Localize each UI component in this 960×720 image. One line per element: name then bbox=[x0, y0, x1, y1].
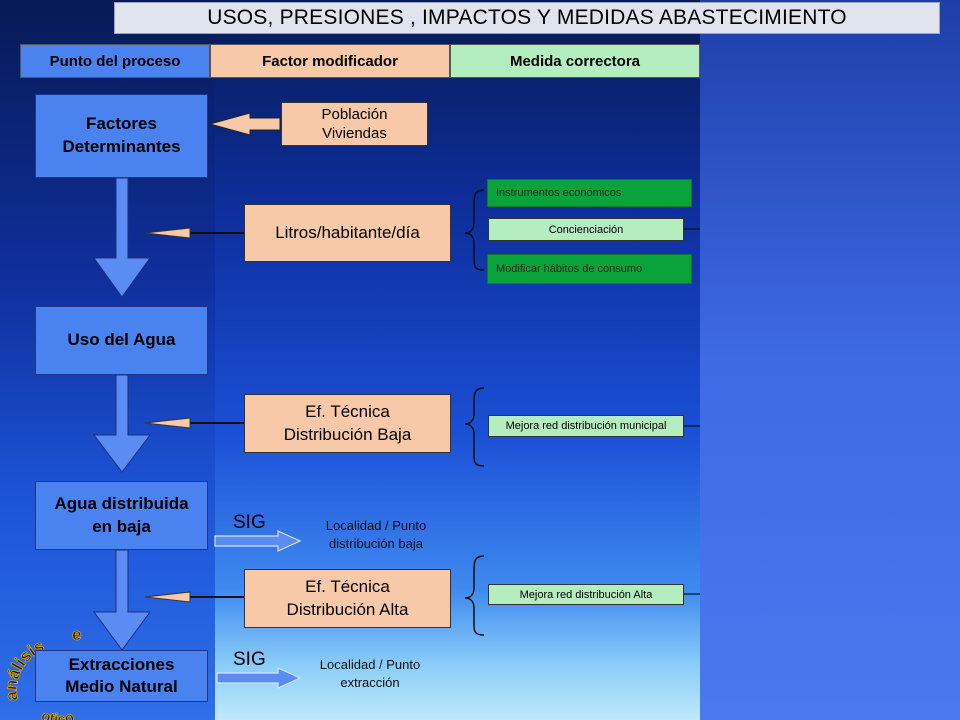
sig-label-1: SIG bbox=[233, 512, 266, 533]
sig-location-1: Localidad / Punto distribución baja bbox=[306, 517, 446, 552]
right-panel bbox=[700, 0, 960, 720]
stamp-word-e: e bbox=[72, 625, 81, 644]
process-label-line: en baja bbox=[92, 516, 151, 536]
factor-label-line: Distribución Alta bbox=[286, 599, 409, 619]
sig-location-line: Localidad / Punto bbox=[319, 657, 421, 672]
down-arrow-1 bbox=[93, 177, 151, 298]
factor-distribucion-baja: Ef. Técnica Distribución Baja bbox=[244, 394, 451, 453]
factor-label-line: Distribución Baja bbox=[283, 424, 412, 444]
measure-mejora-red-municipal: Mejora red distribución municipal bbox=[488, 415, 684, 437]
process-label-line: Extracciones bbox=[68, 654, 175, 674]
header-process: Punto del proceso bbox=[20, 44, 210, 78]
process-label-line: Factores bbox=[86, 114, 157, 134]
factor-litros-habitante: Litros/habitante/día bbox=[244, 204, 451, 262]
factor-label-line: Población bbox=[321, 105, 388, 123]
sig-location-line: Localidad / Punto bbox=[325, 518, 427, 533]
stamp-word-otico: otico bbox=[38, 707, 76, 720]
measure-modificar-habitos: Modificar hábitos de consumo bbox=[487, 254, 692, 284]
process-label-line: Agua distribuida bbox=[54, 493, 189, 513]
factor-label: Litros/habitante/día bbox=[275, 222, 420, 242]
arrow-low-distribution bbox=[144, 417, 244, 429]
arrow-high-distribution bbox=[144, 591, 244, 603]
brace-low-distribution bbox=[464, 387, 485, 467]
factor-poblacion-viviendas: Población Viviendas bbox=[281, 102, 428, 146]
factor-label-line: Ef. Técnica bbox=[305, 401, 390, 421]
brace-consumption bbox=[464, 189, 485, 271]
sig-arrow-2 bbox=[216, 667, 302, 689]
header-factor: Factor modificador bbox=[210, 44, 450, 78]
process-label: Uso del Agua bbox=[67, 330, 176, 350]
factor-label-line: Ef. Técnica bbox=[305, 576, 390, 596]
measure-instrumentos-economicos: Instrumentos económicos bbox=[487, 179, 692, 207]
process-uso-del-agua: Uso del Agua bbox=[35, 306, 208, 375]
svg-text:otico: otico bbox=[39, 707, 76, 720]
process-label-line: Medio Natural bbox=[65, 677, 178, 696]
process-extracciones: Extracciones Medio Natural bbox=[35, 650, 208, 702]
measure-concienciacion: Concienciación bbox=[488, 218, 684, 241]
sig-location-line: extracción bbox=[340, 674, 400, 690]
page-title: USOS, PRESIONES , IMPACTOS Y MEDIDAS ABA… bbox=[114, 2, 940, 34]
header-measure: Medida correctora bbox=[450, 44, 700, 78]
down-arrow-3 bbox=[93, 549, 151, 651]
process-label-line: Determinantes bbox=[62, 137, 181, 156]
process-factores-determinantes: Factores Determinantes bbox=[35, 94, 208, 178]
down-arrow-2 bbox=[92, 374, 152, 473]
factor-label-line: Viviendas bbox=[322, 125, 387, 142]
process-agua-distribuida: Agua distribuida en baja bbox=[35, 481, 208, 550]
sig-location-2: Localidad / Punto extracción bbox=[300, 656, 440, 691]
sig-location-line: distribución baja bbox=[329, 535, 423, 551]
arrow-population-to-factors bbox=[208, 112, 281, 136]
factor-distribucion-alta: Ef. Técnica Distribución Alta bbox=[244, 569, 451, 628]
arrow-liters-to-process bbox=[144, 227, 244, 239]
brace-high-distribution bbox=[464, 555, 485, 636]
sig-label-2: SIG bbox=[233, 649, 266, 670]
measure-mejora-red-alta: Mejora red distribución Alta bbox=[488, 584, 684, 605]
sig-arrow-1 bbox=[214, 530, 302, 552]
